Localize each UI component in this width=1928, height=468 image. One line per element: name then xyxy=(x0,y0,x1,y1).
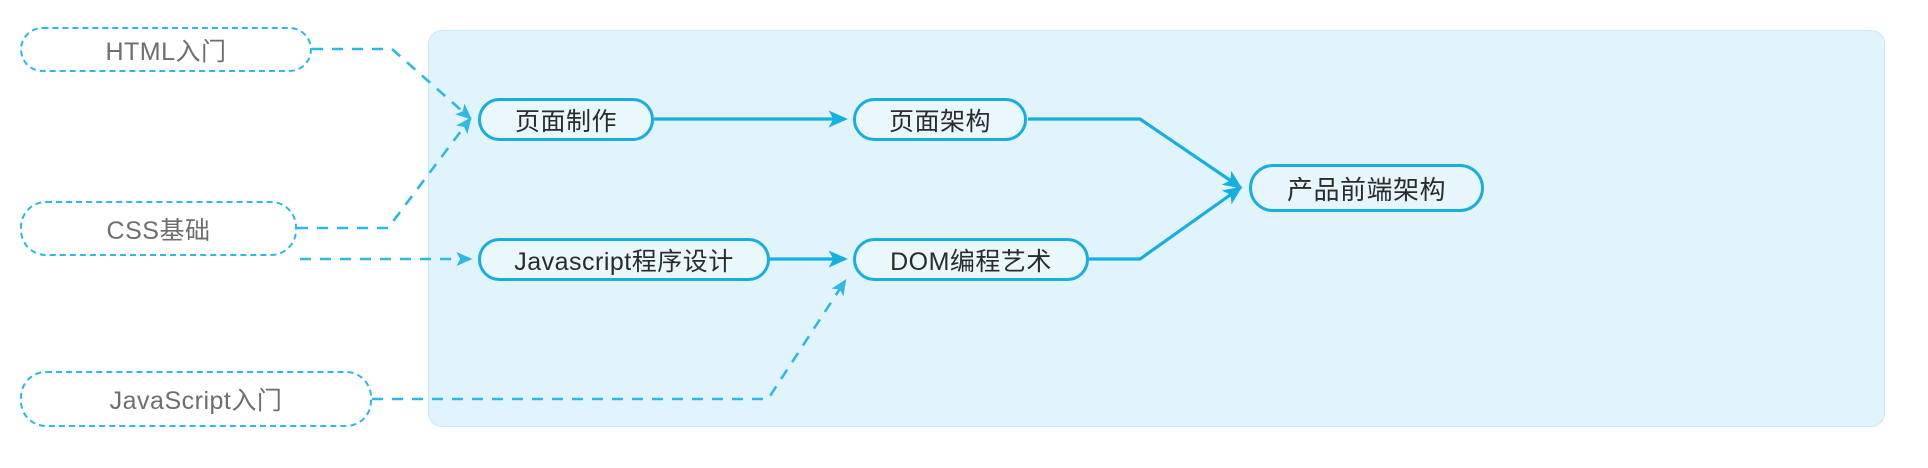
node-product-frontend-arch[interactable]: 产品前端架构 xyxy=(1249,164,1484,212)
node-page-arch-label: 页面架构 xyxy=(888,107,991,136)
node-html-intro[interactable]: HTML入门 xyxy=(20,27,312,72)
node-product-frontend-arch-label: 产品前端架构 xyxy=(1286,174,1446,205)
node-html-intro-label: HTML入门 xyxy=(105,37,227,66)
node-js-intro-label: JavaScript入门 xyxy=(109,387,283,415)
node-js-intro[interactable]: JavaScript入门 xyxy=(20,371,372,427)
node-dom-art[interactable]: DOM编程艺术 xyxy=(853,238,1089,281)
core-curriculum-panel xyxy=(428,30,1885,427)
node-page-build[interactable]: 页面制作 xyxy=(478,98,654,141)
node-page-arch[interactable]: 页面架构 xyxy=(853,98,1027,141)
node-css-basics-label: CSS基础 xyxy=(106,216,211,245)
node-page-build-label: 页面制作 xyxy=(514,107,617,136)
node-js-program[interactable]: Javascript程序设计 xyxy=(478,238,770,281)
node-css-basics[interactable]: CSS基础 xyxy=(20,201,297,256)
node-js-program-label: Javascript程序设计 xyxy=(514,247,734,276)
node-dom-art-label: DOM编程艺术 xyxy=(890,247,1052,276)
